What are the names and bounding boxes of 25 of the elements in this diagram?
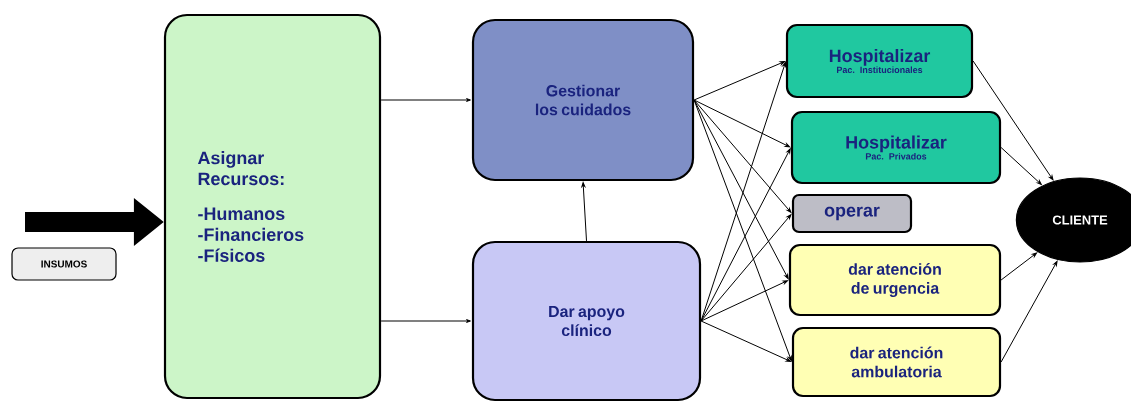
service-box: Hospitalizar Pac. Institucionales: [785, 23, 974, 99]
arrow: [1000, 260, 1058, 363]
arrow: [693, 61, 786, 101]
arrow: [700, 280, 789, 322]
input-label-box: INSUMOS: [11, 247, 117, 281]
arrow: [693, 99, 789, 280]
arrow: [380, 98, 471, 102]
arrow: [1000, 147, 1042, 185]
arrow: [1000, 252, 1038, 281]
arrow: [693, 99, 792, 362]
process-box: Gestionar los cuidados: [471, 18, 695, 182]
arrow: [693, 99, 792, 213]
arrow: [693, 99, 791, 148]
arrow: [700, 214, 792, 322]
service-box: dar atención de urgencia: [788, 243, 1002, 317]
arrow: [700, 61, 787, 322]
arrow: [972, 60, 1054, 181]
service-box: operar: [791, 193, 913, 234]
service-box: dar atención ambulatoria: [791, 326, 1002, 398]
process-box: Dar apoyo clínico: [471, 240, 702, 402]
service-box: Hospitalizar Pac. Privados: [790, 110, 1002, 185]
arrow: [581, 182, 587, 242]
arrow: [380, 319, 471, 323]
arrow: [700, 320, 792, 362]
process-box: Asignar Recursos: -Humanos -Financieros -Físicos: [163, 13, 382, 400]
